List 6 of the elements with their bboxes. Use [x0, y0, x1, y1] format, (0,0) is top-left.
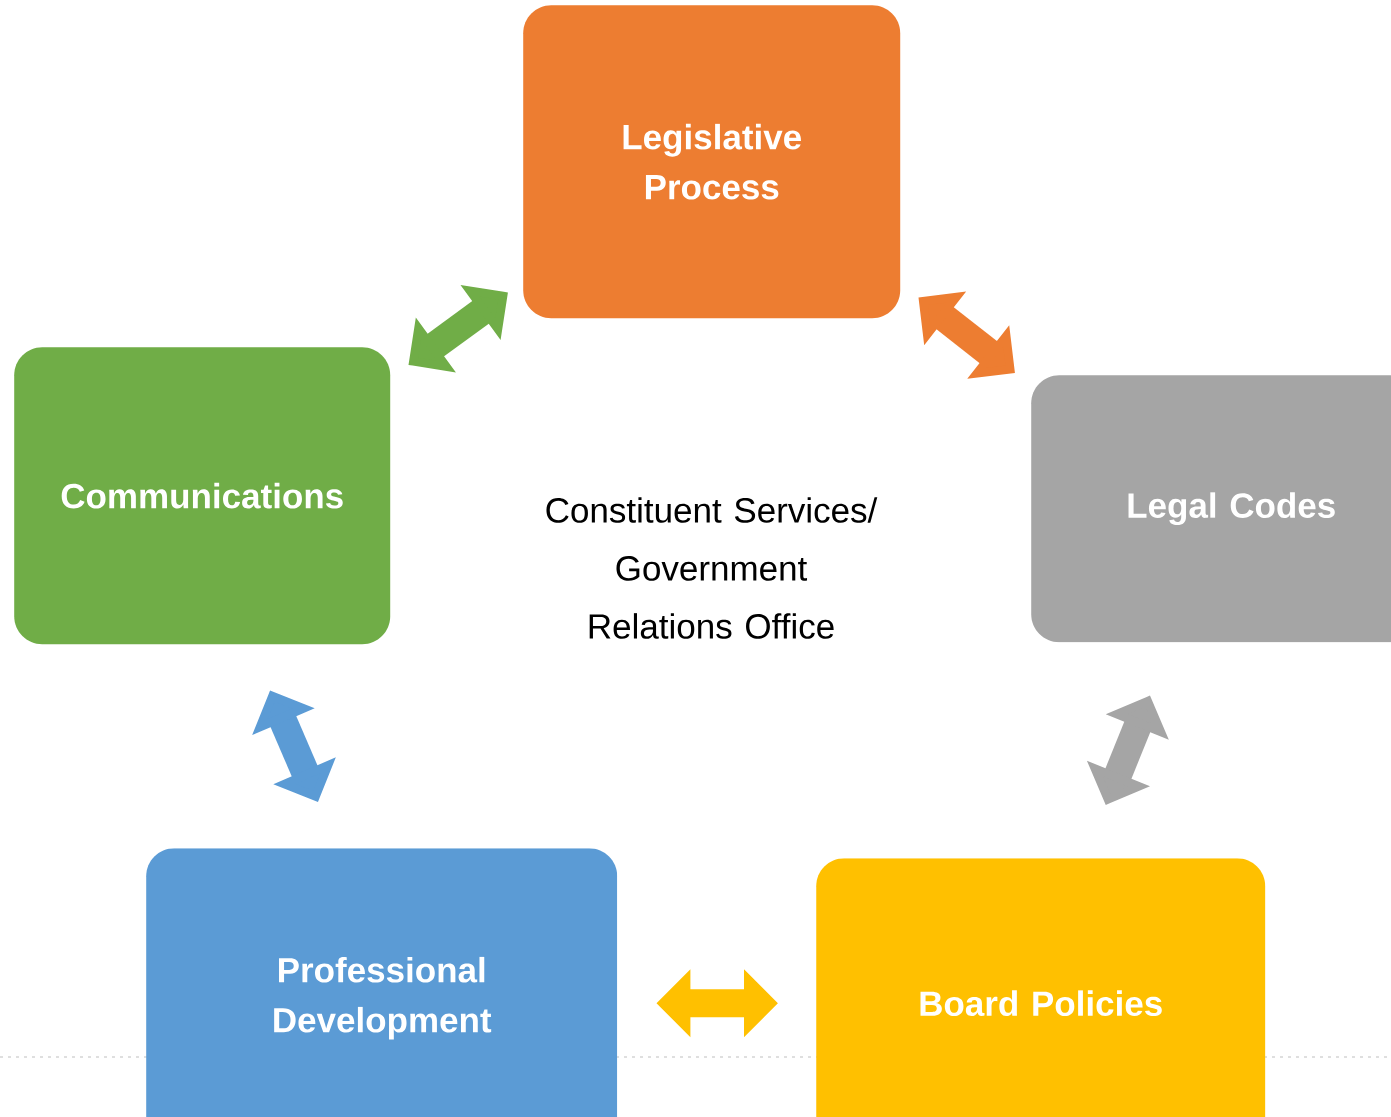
process-box: Legal Codes [1031, 375, 1391, 643]
process-box: Board Policies [816, 858, 1266, 1117]
process-box: Communications [14, 347, 391, 645]
process-box: Professional Development [146, 848, 618, 1117]
center-text: Constituent Services/ Government Relations Office [546, 497, 878, 639]
process-box: Legislative Process [523, 5, 901, 319]
